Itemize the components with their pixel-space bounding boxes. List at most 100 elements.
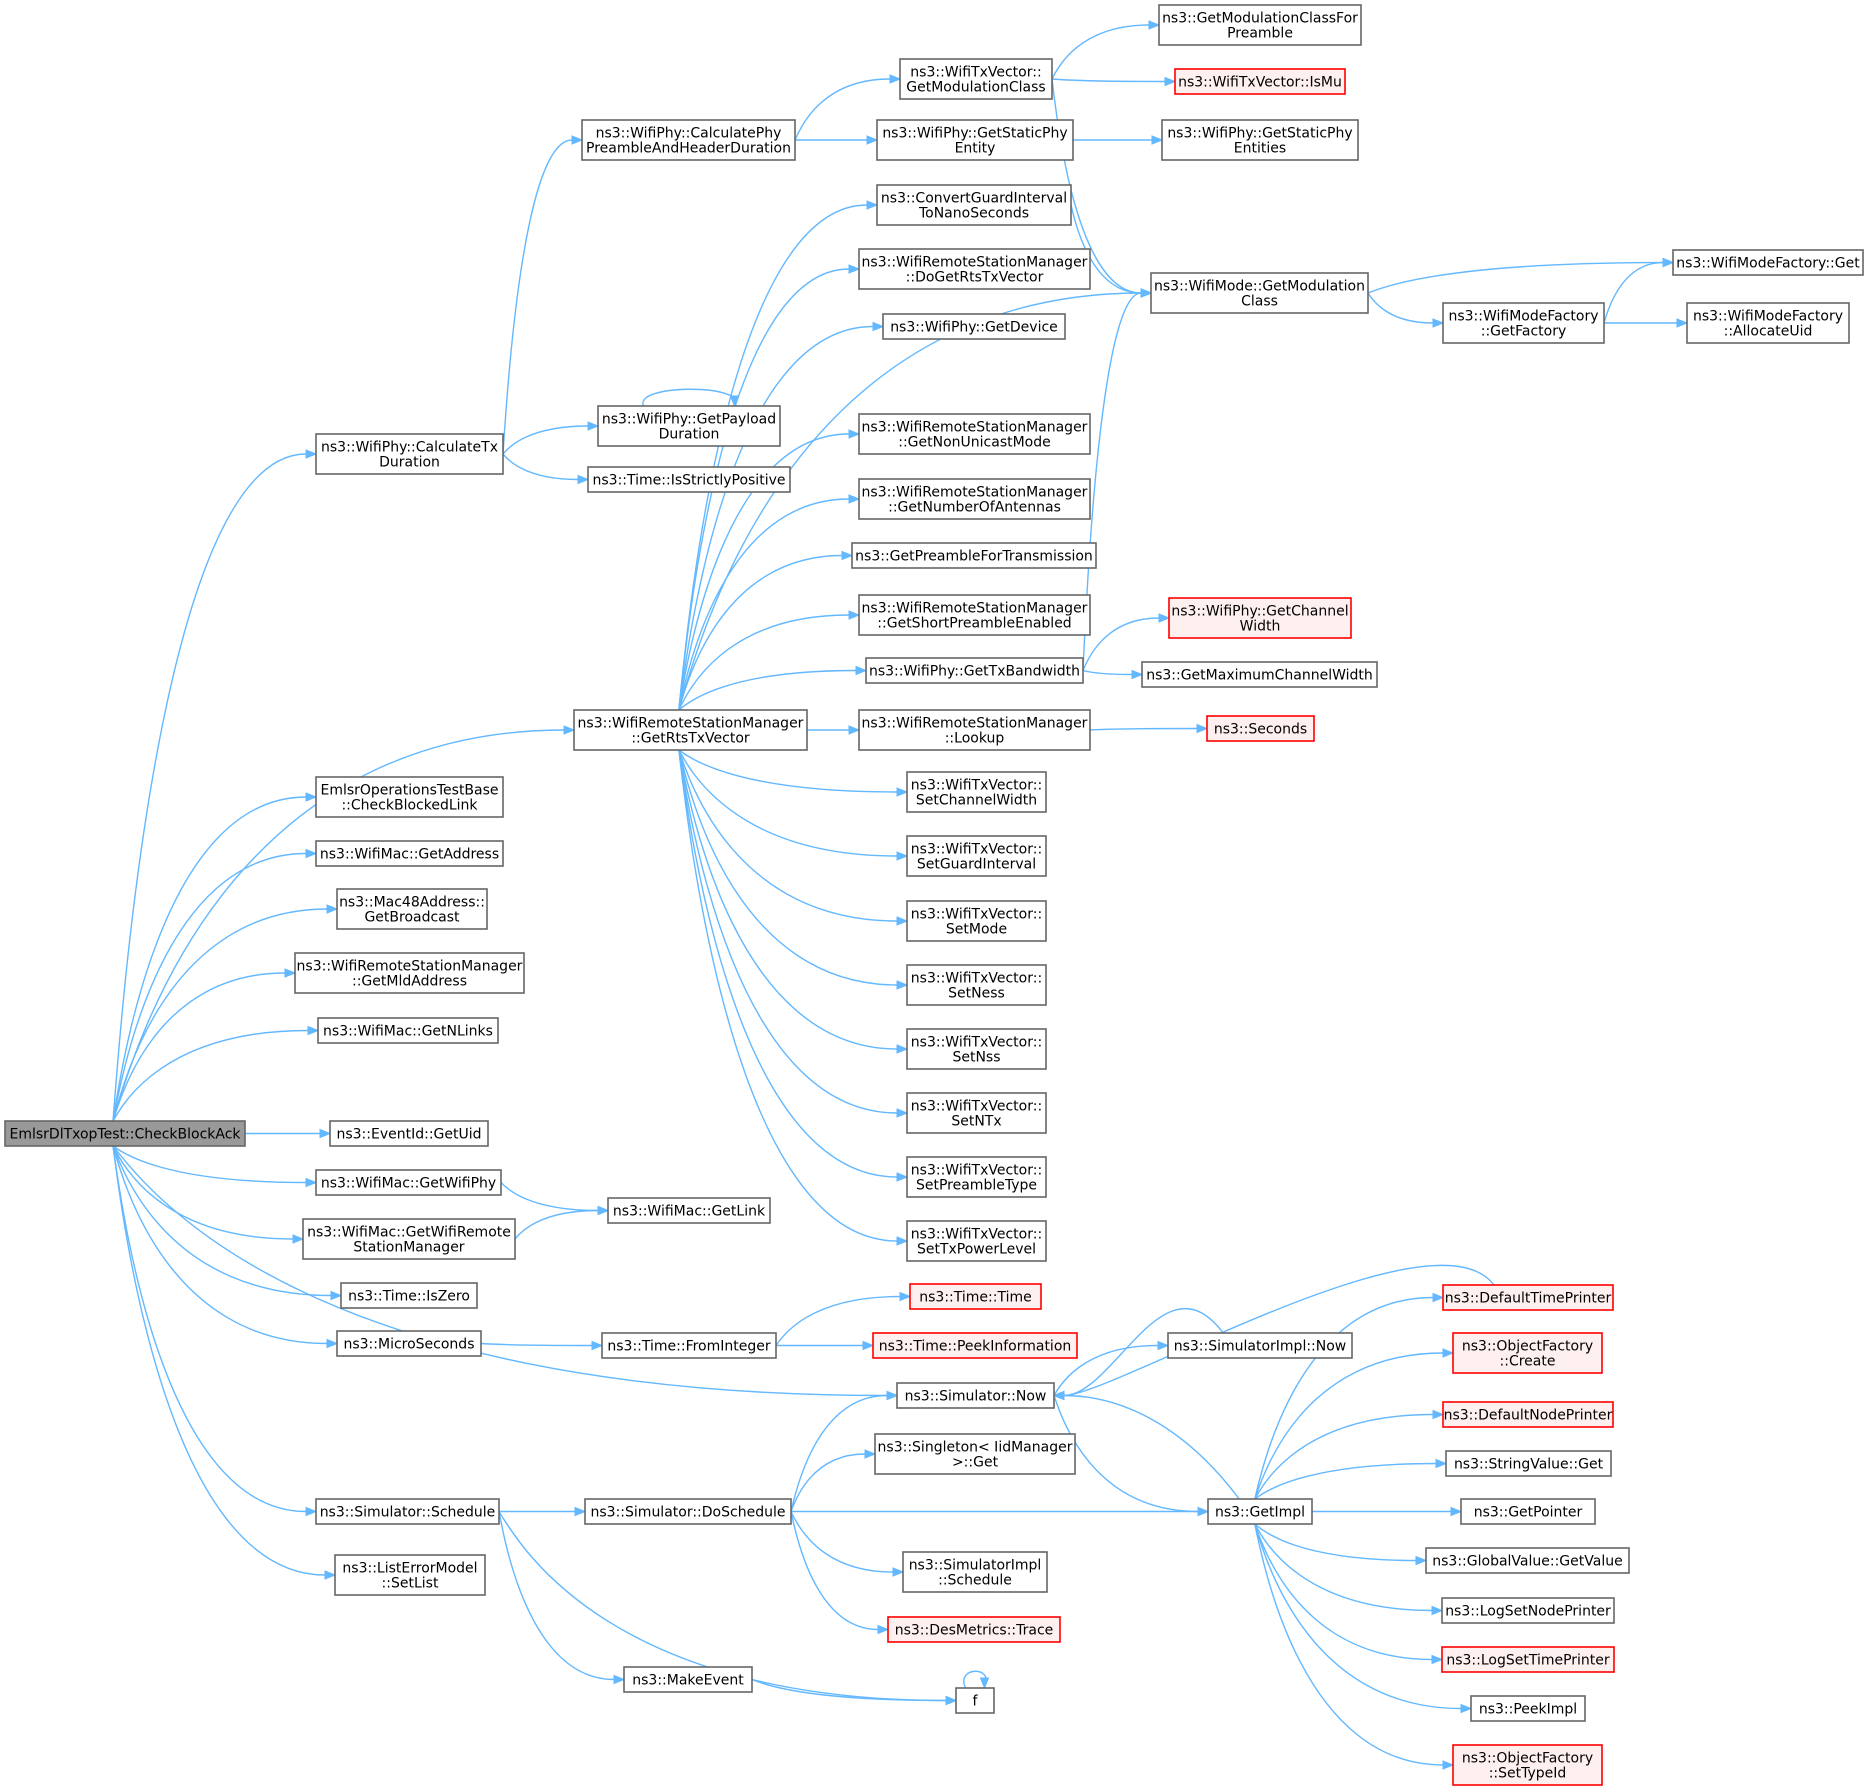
node-simImplNow[interactable]: ns3::SimulatorImpl::Now	[1167, 1332, 1353, 1359]
node-getUid[interactable]: ns3::EventId::GetUid	[329, 1120, 489, 1147]
node-getNLinks[interactable]: ns3::WifiMac::GetNLinks	[317, 1017, 499, 1044]
node-getPointer[interactable]: ns3::GetPointer	[1460, 1498, 1596, 1525]
edge-line	[751, 1678, 947, 1702]
node-seconds[interactable]: ns3::Seconds	[1206, 715, 1315, 742]
node-strGet[interactable]: ns3::StringValue::Get	[1445, 1450, 1612, 1477]
edge-root-to-microSec	[112, 1145, 339, 1349]
edge-line	[1603, 261, 1664, 324]
node-setGI[interactable]: ns3::WifiTxVector::SetGuardInterval	[906, 835, 1047, 877]
edge-line	[1254, 1523, 1417, 1562]
node-logTime[interactable]: ns3::LogSetTimePrinter	[1441, 1646, 1615, 1673]
node-doGetRts[interactable]: ns3::WifiRemoteStationManager::DoGetRtsT…	[858, 248, 1091, 290]
node-getRts[interactable]: ns3::WifiRemoteStationManager::GetRtsTxV…	[573, 709, 808, 751]
node-desTrace[interactable]: ns3::DesMetrics::Trace	[887, 1616, 1061, 1643]
node-getDevice[interactable]: ns3::WifiPhy::GetDevice	[882, 313, 1066, 340]
node-factoryGet[interactable]: ns3::WifiModeFactory::Get	[1672, 249, 1864, 276]
node-box	[587, 466, 791, 493]
node-box	[906, 771, 1047, 813]
node-simNow[interactable]: ns3::Simulator::Now	[896, 1382, 1055, 1409]
edge-arrowhead	[577, 474, 590, 485]
node-isStrictly[interactable]: ns3::Time::IsStrictlyPositive	[587, 466, 791, 493]
node-peekInfo[interactable]: ns3::Time::PeekInformation	[872, 1332, 1078, 1359]
node-box	[581, 119, 796, 161]
node-setPre[interactable]: ns3::WifiTxVector::SetPreambleType	[906, 1156, 1047, 1198]
node-logNode[interactable]: ns3::LogSetNodePrinter	[1441, 1597, 1615, 1624]
node-calcPre[interactable]: ns3::WifiPhy::CalculatePhyPreambleAndHea…	[581, 119, 796, 161]
edge-arrowhead	[1131, 669, 1144, 680]
edge-line	[1051, 24, 1150, 80]
node-setList[interactable]: ns3::ListErrorModel::SetList	[334, 1554, 486, 1596]
edge-getPayload-to-getPayload	[642, 388, 740, 408]
node-setNTx[interactable]: ns3::WifiTxVector::SetNTx	[906, 1092, 1047, 1134]
node-label: ns3::Time::IsStrictlyPositive	[593, 473, 786, 489]
node-lookup[interactable]: ns3::WifiRemoteStationManager::Lookup	[858, 709, 1091, 751]
node-globalGet[interactable]: ns3::GlobalValue::GetValue	[1425, 1547, 1630, 1574]
node-label: SetNss	[952, 1050, 1000, 1066]
node-label: EmlsrOperationsTestBase	[320, 783, 498, 799]
node-getMaxCh[interactable]: ns3::GetMaximumChannelWidth	[1141, 661, 1378, 688]
node-getTxBw[interactable]: ns3::WifiPhy::GetTxBandwidth	[865, 657, 1084, 684]
node-isZero[interactable]: ns3::Time::IsZero	[340, 1282, 478, 1309]
node-modeGetModClass[interactable]: ns3::WifiMode::GetModulationClass	[1150, 272, 1369, 314]
node-fromInt[interactable]: ns3::Time::FromInteger	[601, 1332, 777, 1359]
node-singleton[interactable]: ns3::Singleton< IidManager>::Get	[874, 1433, 1076, 1475]
edge-line	[678, 749, 898, 1114]
node-getWifiRsm[interactable]: ns3::WifiMac::GetWifiRemoteStationManage…	[302, 1218, 516, 1260]
node-label: Width	[1240, 619, 1281, 635]
node-getWifiPhy[interactable]: ns3::WifiMac::GetWifiPhy	[315, 1169, 502, 1196]
node-defTime[interactable]: ns3::DefaultTimePrinter	[1442, 1284, 1614, 1311]
edge-arrowhead	[1140, 288, 1153, 298]
node-getMld[interactable]: ns3::WifiRemoteStationManager::GetMldAdd…	[294, 952, 525, 994]
edge-getImpl-to-peekImpl	[1254, 1523, 1473, 1714]
node-setNss[interactable]: ns3::WifiTxVector::SetNss	[906, 1028, 1047, 1070]
edge-getRts-to-getDevice	[678, 321, 885, 711]
node-root[interactable]: EmlsrDlTxopTest::CheckBlockAck	[4, 1120, 246, 1147]
node-allocUid[interactable]: ns3::WifiModeFactory::AllocateUid	[1686, 302, 1850, 344]
node-timeTime[interactable]: ns3::Time::Time	[909, 1283, 1042, 1310]
node-setChW[interactable]: ns3::WifiTxVector::SetChannelWidth	[906, 771, 1047, 813]
node-simSchedule[interactable]: ns3::Simulator::Schedule	[315, 1498, 500, 1525]
node-getFactory[interactable]: ns3::WifiModeFactory::GetFactory	[1442, 302, 1605, 344]
edge-modeGetModClass-to-getFactory	[1367, 292, 1445, 328]
node-f[interactable]: f	[955, 1687, 995, 1714]
node-setMode[interactable]: ns3::WifiTxVector::SetMode	[906, 900, 1047, 942]
node-getPreTx[interactable]: ns3::GetPreambleForTransmission	[851, 542, 1097, 569]
edge-getRts-to-setChW	[678, 749, 909, 797]
edge-makeEvent-to-f	[751, 1678, 958, 1706]
node-setTypeId[interactable]: ns3::ObjectFactory::SetTypeId	[1452, 1744, 1603, 1786]
node-getLink[interactable]: ns3::WifiMac::GetLink	[607, 1197, 771, 1224]
node-getBroadcast[interactable]: ns3::Mac48Address::GetBroadcast	[336, 888, 488, 930]
node-box	[315, 433, 504, 475]
node-doSchedule[interactable]: ns3::Simulator::DoSchedule	[584, 1498, 792, 1525]
node-label: ns3::WifiPhy::CalculatePhy	[596, 126, 782, 142]
node-label: ns3::DefaultTimePrinter	[1445, 1291, 1612, 1307]
node-getAddress[interactable]: ns3::WifiMac::GetAddress	[315, 840, 504, 867]
node-defNode[interactable]: ns3::DefaultNodePrinter	[1442, 1401, 1614, 1428]
node-getNumAnt[interactable]: ns3::WifiRemoteStationManager::GetNumber…	[858, 478, 1091, 520]
edge-doSchedule-to-singleton	[790, 1449, 877, 1512]
node-setTxPow[interactable]: ns3::WifiTxVector::SetTxPowerLevel	[906, 1220, 1047, 1262]
node-objCreate[interactable]: ns3::ObjectFactory::Create	[1452, 1332, 1603, 1374]
edge-arrowhead	[324, 1570, 337, 1580]
node-getImpl[interactable]: ns3::GetImpl	[1207, 1498, 1313, 1525]
node-isMu[interactable]: ns3::WifiTxVector::IsMu	[1174, 68, 1346, 95]
node-txGetModClass[interactable]: ns3::WifiTxVector::GetModulationClass	[899, 58, 1053, 100]
node-label: ns3::WifiRemoteStationManager	[862, 601, 1088, 617]
node-box	[1686, 302, 1850, 344]
node-getShortPre[interactable]: ns3::WifiRemoteStationManager::GetShortP…	[858, 594, 1091, 636]
node-makeEvent[interactable]: ns3::MakeEvent	[623, 1666, 753, 1693]
node-checkBlocked[interactable]: EmlsrOperationsTestBase::CheckBlockedLin…	[315, 776, 504, 818]
node-box	[887, 1616, 1061, 1643]
node-peekImpl[interactable]: ns3::PeekImpl	[1470, 1695, 1586, 1722]
node-setNess[interactable]: ns3::WifiTxVector::SetNess	[906, 964, 1047, 1006]
node-simImplSched[interactable]: ns3::SimulatorImpl::Schedule	[902, 1551, 1048, 1593]
node-microSec[interactable]: ns3::MicroSeconds	[336, 1330, 482, 1357]
node-getNonUnicast[interactable]: ns3::WifiRemoteStationManager::GetNonUni…	[858, 413, 1091, 455]
